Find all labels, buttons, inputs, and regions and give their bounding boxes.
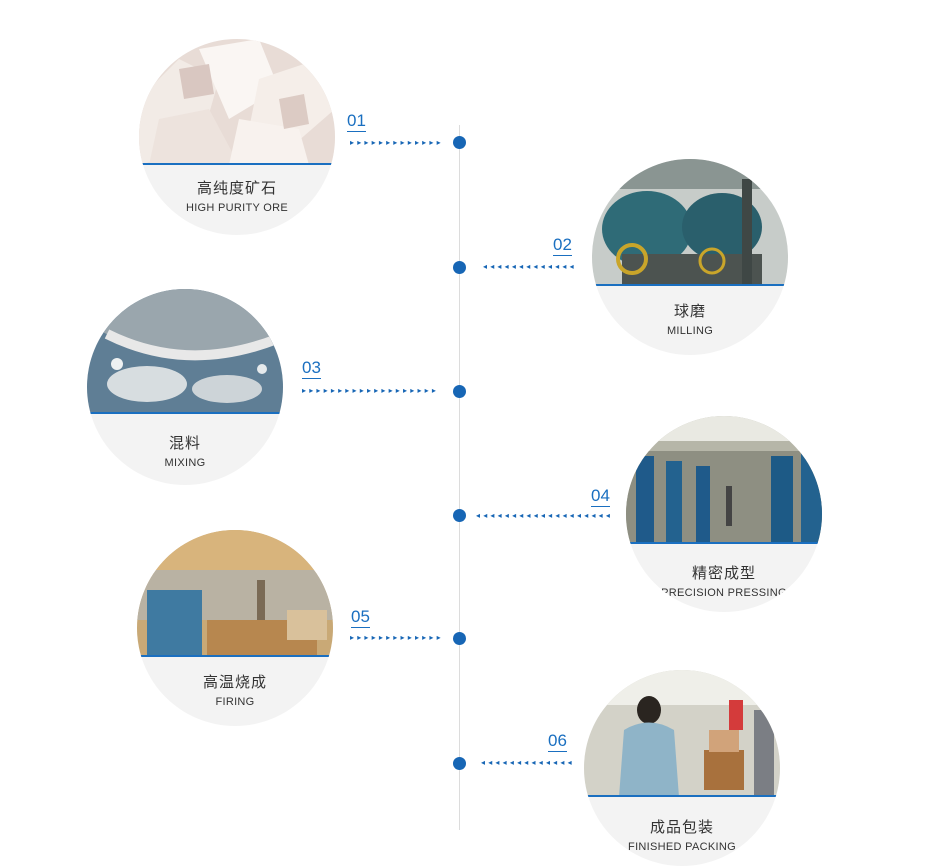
step-06-title-en: FINISHED PACKING [628, 841, 736, 853]
step-05-title-cn: 高温烧成 [202, 674, 267, 691]
step-05-card[interactable]: 高温烧成 FIRING [137, 530, 333, 726]
step-05-connector-arrows: ▸▸▸▸▸▸▸▸▸▸▸▸▸ [350, 635, 442, 641]
step-06-title-cn: 成品包装 [649, 819, 714, 836]
step-05-timeline-node [453, 632, 466, 645]
step-05-title-en: FIRING [215, 696, 255, 708]
step-06-timeline-node [453, 757, 466, 770]
step-01-timeline-node [453, 136, 466, 149]
step-03-title-en: MIXING [164, 457, 206, 469]
step-01-title-en: HIGH PURITY ORE [185, 202, 289, 214]
step-04-number: 04 [591, 486, 610, 507]
step-01-connector-arrows: ▸▸▸▸▸▸▸▸▸▸▸▸▸ [350, 140, 442, 146]
step-01-title-cn: 高纯度矿石 [196, 180, 277, 197]
step-06-connector-arrows: ◂◂◂◂◂◂◂◂◂◂◂◂◂ [481, 760, 573, 766]
step-02-connector-arrows: ◂◂◂◂◂◂◂◂◂◂◂◂◂ [483, 264, 575, 270]
step-02-title-cn: 球磨 [673, 303, 706, 320]
step-04-title-en: PRECISION PRESSING [661, 587, 787, 599]
step-04-connector-arrows: ◂◂◂◂◂◂◂◂◂◂◂◂◂◂◂◂◂◂◂ [476, 513, 614, 519]
step-02-timeline-node [453, 261, 466, 274]
step-04-photo [626, 416, 822, 544]
step-05-number: 05 [351, 607, 370, 628]
step-04-title-cn: 精密成型 [691, 565, 756, 582]
timeline-line [459, 125, 460, 830]
step-03-title-cn: 混料 [168, 435, 201, 452]
step-03-number: 03 [302, 358, 321, 379]
step-06-card[interactable]: 成品包装 FINISHED PACKING [584, 670, 780, 866]
step-06-number: 06 [548, 731, 567, 752]
step-03-card[interactable]: 混料 MIXING [87, 289, 283, 485]
step-04-timeline-node [453, 509, 466, 522]
step-02-number: 02 [553, 235, 572, 256]
step-04-card[interactable]: 精密成型 PRECISION PRESSING [626, 416, 822, 612]
step-01-photo [139, 39, 335, 165]
step-02-card[interactable]: 球磨 MILLING [592, 159, 788, 355]
step-01-number: 01 [347, 111, 366, 132]
step-02-title-en: MILLING [666, 325, 714, 337]
step-02-photo [592, 159, 788, 286]
step-03-connector-arrows: ▸▸▸▸▸▸▸▸▸▸▸▸▸▸▸▸▸▸▸ [302, 388, 440, 394]
step-06-photo [584, 670, 780, 797]
step-03-photo [87, 289, 283, 414]
step-01-card[interactable]: 高纯度矿石 HIGH PURITY ORE [139, 39, 335, 235]
step-05-photo [137, 530, 333, 657]
step-03-timeline-node [453, 385, 466, 398]
